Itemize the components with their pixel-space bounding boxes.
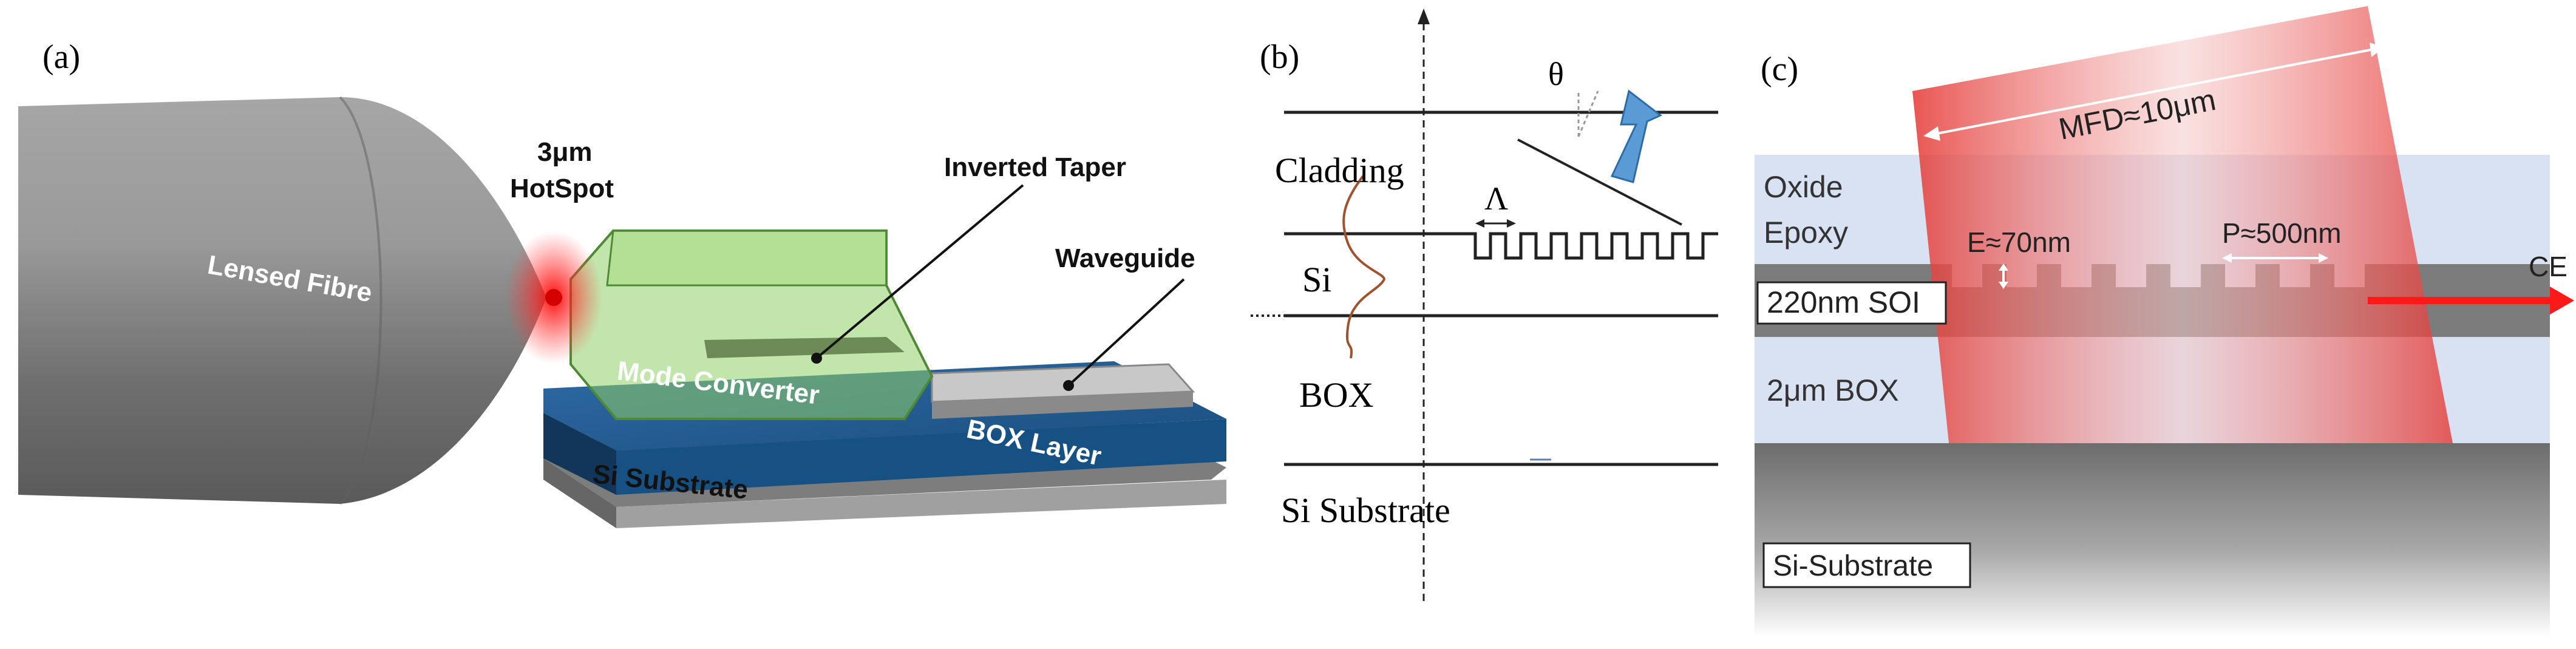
incident-beam <box>1912 6 2453 443</box>
grating-profile <box>1448 232 1718 260</box>
mfd-arrow <box>1930 47 2377 136</box>
mfd-arrow-left-head <box>1923 126 1940 141</box>
hotspot-dot <box>545 289 562 306</box>
waveguide-leader-dot <box>1063 380 1074 391</box>
si-substrate-label-b: Si Substrate <box>1281 491 1450 530</box>
panel-label-a: (a) <box>42 38 80 76</box>
soi-label: 220nm SOI <box>1767 285 1920 319</box>
emission-arrow <box>1610 89 1662 183</box>
box-label: BOX <box>1299 375 1373 415</box>
ce-label: CE <box>2529 251 2568 282</box>
inverted-taper-leader-dot <box>811 353 822 364</box>
lensed-fibre <box>18 96 546 505</box>
panel-label-c: (c) <box>1761 50 1798 88</box>
panel-a: (a) <box>18 38 1226 528</box>
panel-label-b: (b) <box>1260 38 1299 76</box>
mode-converter-box <box>569 229 934 420</box>
lambda-label: Λ <box>1484 180 1508 217</box>
inverted-taper-leader <box>815 184 1024 359</box>
cladding-label: Cladding <box>1275 151 1404 190</box>
oxide-label: Oxide <box>1764 170 1843 204</box>
vertical-axis-arrow <box>1418 8 1430 24</box>
etch-depth-marker-bottom <box>1999 282 2008 289</box>
soi-label-box <box>1756 281 1947 325</box>
period-label: P≈500nm <box>2222 217 2342 249</box>
si-label: Si <box>1302 260 1331 299</box>
epoxy-label: Epoxy <box>1764 216 1848 250</box>
mode-profile-curve <box>1342 175 1386 359</box>
inverted-taper-label: Inverted Taper <box>944 152 1126 182</box>
period-marker-c-right <box>2319 253 2328 263</box>
box-label-c: 2μm BOX <box>1767 373 1899 407</box>
etch-depth-label: E≈70nm <box>1967 226 2071 258</box>
theta-label: θ <box>1548 56 1564 92</box>
etch-depth-marker-top <box>1999 263 2008 271</box>
hotspot-label-line1: 3μm <box>537 137 593 167</box>
si-substrate-c <box>1755 443 2550 637</box>
waveguide-leader <box>1067 278 1185 387</box>
wavefront-line <box>1517 138 1682 226</box>
mfd-arrow-right-head <box>2370 42 2384 57</box>
substrate-label-box <box>1762 542 1971 588</box>
ce-arrow-head <box>2550 287 2574 314</box>
theta-ray <box>1577 90 1599 137</box>
panel-b: (b) Λ θ Cladding Si BOX Si Substrate <box>1251 8 1718 601</box>
period-marker-left-head <box>1475 219 1484 228</box>
waveguide-label: Waveguide <box>1055 243 1195 273</box>
period-marker-right-head <box>1507 219 1516 228</box>
hotspot-label-line2: HotSpot <box>510 174 614 203</box>
substrate-label: Si-Substrate <box>1773 550 1933 582</box>
period-marker-c-left <box>2222 253 2232 263</box>
panel-c: (c) MFD≈10μm E≈70nm <box>1755 6 2574 637</box>
